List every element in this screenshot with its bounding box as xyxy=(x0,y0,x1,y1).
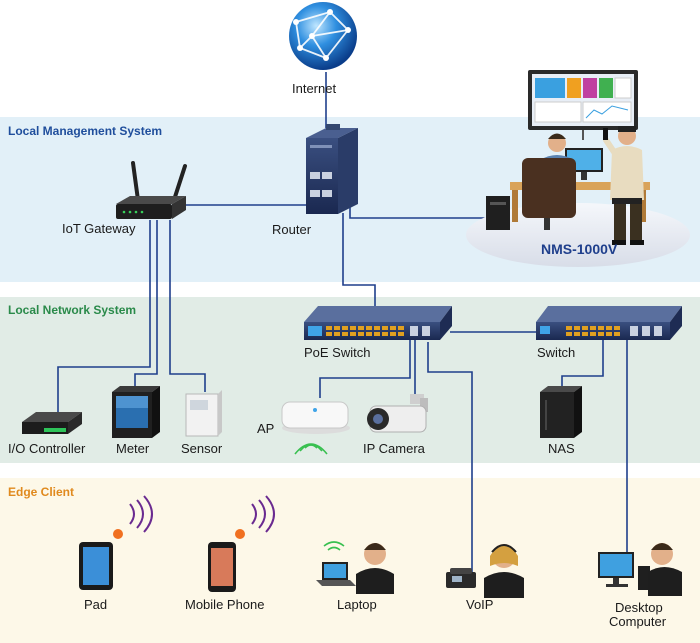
desktop-computer-label-line1: Desktop xyxy=(615,600,663,615)
wireless-signal-icon xyxy=(129,495,153,533)
router-icon xyxy=(306,124,358,214)
sensor-icon xyxy=(185,390,222,437)
ip-camera-icon xyxy=(367,394,428,433)
iot-gateway-icon xyxy=(116,161,187,219)
internet-label: Internet xyxy=(292,81,336,96)
access-point-icon xyxy=(281,401,350,455)
mobile-phone-label: Mobile Phone xyxy=(185,597,265,612)
notification-badge-icon xyxy=(113,529,123,539)
voip-label: VoIP xyxy=(466,597,493,612)
edge-zone xyxy=(0,478,700,643)
network-zone-title: Local Network System xyxy=(8,303,136,317)
management-zone-title: Local Management System xyxy=(8,124,162,138)
io-controller-icon xyxy=(22,412,82,434)
router-label: Router xyxy=(272,222,312,237)
nas-icon xyxy=(540,386,582,438)
sensor-label: Sensor xyxy=(181,441,223,456)
notification-badge-icon xyxy=(235,529,245,539)
wifi-signal-icon xyxy=(323,541,345,551)
poe-switch-label: PoE Switch xyxy=(304,345,370,360)
wireless-signal-icon xyxy=(251,495,275,533)
laptop-label: Laptop xyxy=(337,597,377,612)
switch-label: Switch xyxy=(537,345,575,360)
pad-label: Pad xyxy=(84,597,107,612)
meter-label: Meter xyxy=(116,441,150,456)
nms-operator-scene xyxy=(466,70,690,267)
internet-globe-icon xyxy=(289,2,357,70)
nms-label: NMS-1000V xyxy=(541,241,618,257)
edge-zone-title: Edge Client xyxy=(8,485,74,499)
wifi-signal-icon xyxy=(294,443,328,455)
nas-label: NAS xyxy=(548,441,575,456)
ip-camera-label: IP Camera xyxy=(363,441,426,456)
iot-gateway-label: IoT Gateway xyxy=(62,221,136,236)
ap-label: AP xyxy=(257,421,274,436)
io-controller-label: I/O Controller xyxy=(8,441,86,456)
laptop-user-icon xyxy=(316,541,394,594)
desktop-computer-label-line2: Computer xyxy=(609,614,667,629)
desktop-user-icon xyxy=(598,543,682,596)
mobile-phone-icon xyxy=(208,495,275,592)
voip-user-icon xyxy=(446,544,524,598)
poe-switch-icon xyxy=(304,306,452,340)
switch-icon xyxy=(536,306,682,340)
meter-icon xyxy=(112,386,160,438)
pad-icon xyxy=(79,495,153,590)
